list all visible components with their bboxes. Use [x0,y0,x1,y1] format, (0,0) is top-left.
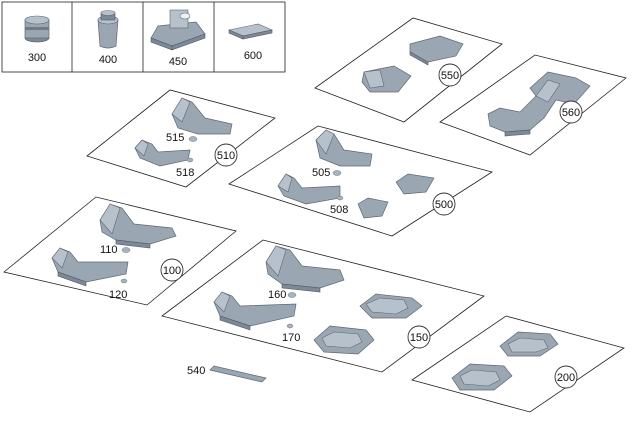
mat-rear-icon [99,203,177,249]
callout-550 [438,63,462,87]
callout-150 [407,325,431,349]
group-150: 160 170 150 [161,239,485,373]
clip-508-icon [336,195,344,201]
organizer-450-icon [150,9,206,51]
accessory-label-600: 600 [244,50,262,62]
part-540: 540 [187,365,267,383]
part-label-515: 515 [166,132,184,144]
mat-rear-icon [265,245,345,293]
clip-170-icon [286,323,294,329]
plate-200 [411,315,625,413]
mat-front-icon [361,65,412,93]
pad-600-icon [228,23,273,40]
callout-510 [214,143,238,167]
callout-label-560: 560 [562,107,580,119]
plate-500 [228,125,493,237]
mat-front-small-icon [451,363,513,391]
callout-label-550: 550 [441,70,459,82]
callout-100 [160,258,184,282]
callout-200 [554,365,578,389]
clip-160-icon [287,292,297,298]
mat-front-icon [277,173,341,205]
container-300-icon [24,15,50,43]
accessory-label-450: 450 [169,56,187,68]
mat-rear-icon [171,97,233,135]
plate-150 [161,239,485,373]
mat-front-icon [213,291,297,331]
mat-rear-small-icon [395,173,435,195]
sill-strip-icon [209,365,267,383]
mat-front-icon [134,139,191,167]
accessory-table: 300 400 450 600 [1,1,286,73]
accessory-label-400: 400 [99,54,117,66]
group-100: 110 120 100 [3,196,237,306]
clip-110-icon [121,247,131,253]
clip-518-icon [186,157,194,163]
bin-400-icon [97,10,119,49]
mat-rear-small-icon [313,325,375,355]
mat-rear-icon [409,35,464,66]
part-label-505: 505 [312,167,330,179]
callout-label-200: 200 [557,372,575,384]
callout-560 [559,100,583,124]
group-560: 560 [439,54,627,156]
group-550: 550 [314,17,503,123]
clip-505-icon [332,170,342,176]
group-200: 200 [411,315,625,413]
clip-120-icon [120,278,128,284]
mat-rear-small-icon [359,293,423,319]
clip-515-icon [188,136,198,142]
part-label-120: 120 [109,289,127,301]
mat-rear-icon [315,129,373,167]
callout-label-510: 510 [217,150,235,162]
part-label-540: 540 [187,365,205,377]
mat-rear-small-icon [499,331,559,357]
callout-label-100: 100 [163,265,181,277]
accessory-label-300: 300 [28,52,46,64]
callout-label-500: 500 [435,199,453,211]
callout-label-150: 150 [410,332,428,344]
part-label-170: 170 [282,332,300,344]
plate-510 [86,89,276,188]
mat-rear-small-icon [357,197,389,219]
group-510: 515 518 510 [86,89,276,188]
group-500: 505 508 500 [228,125,493,237]
part-label-508: 508 [330,204,348,216]
part-label-518: 518 [176,167,194,179]
callout-500 [432,192,456,216]
cargo-liner-icon [487,71,591,137]
mat-front-icon [51,247,129,287]
part-label-160: 160 [268,289,286,301]
part-label-110: 110 [100,244,118,256]
